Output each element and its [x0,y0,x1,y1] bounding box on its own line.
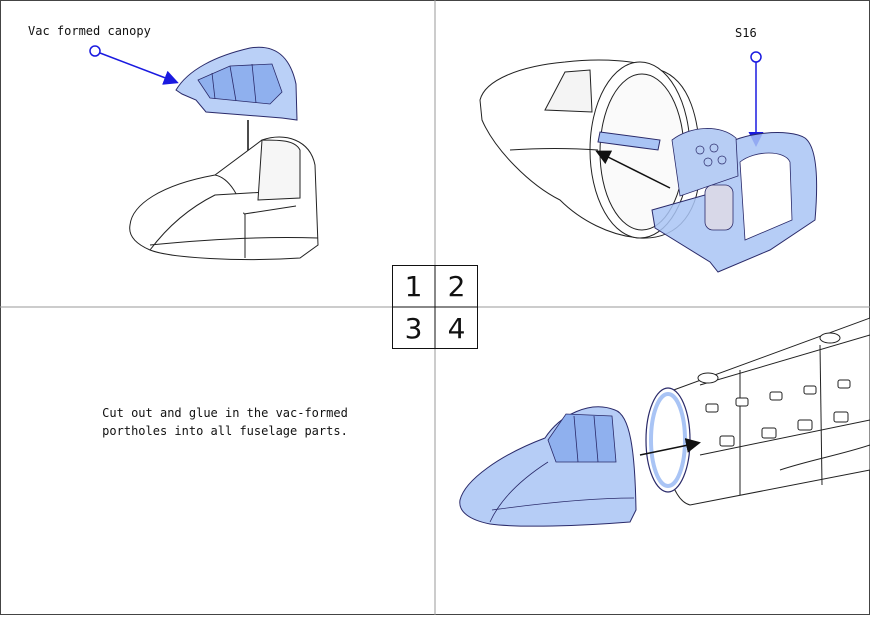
cockpit-insert-arrow [595,150,671,189]
vac-canopy-part [175,46,298,121]
step-number-grid: 1 2 3 4 [392,265,478,349]
step-number-4: 4 [447,311,466,345]
step2-illustration [479,51,818,273]
nose-section-step4 [459,406,637,527]
step-number-1: 1 [404,269,423,303]
s16-callout-dot [750,51,762,63]
canopy-label: Vac formed canopy [28,24,151,38]
step-grid-lines [392,265,478,349]
nose-section-step2 [479,59,701,239]
instruction-line-2: portholes into all fuselage parts. [102,424,348,438]
canopy-callout-arrow [99,52,179,85]
step4-illustration [459,317,870,527]
step3-instruction: Cut out and glue in the vac-formed porth… [80,404,370,440]
step-number-2: 2 [447,269,466,303]
instruction-line-1: Cut out and glue in the vac-formed [102,406,348,420]
s16-bulkhead-part [651,128,818,273]
fuselage-section [659,317,870,506]
nose-join-arrow [639,438,701,456]
nose-section-step1 [129,136,319,261]
s16-label: S16 [735,26,757,40]
step1-illustration [89,45,319,261]
canopy-callout-dot [89,45,101,57]
step-number-3: 3 [404,311,423,345]
